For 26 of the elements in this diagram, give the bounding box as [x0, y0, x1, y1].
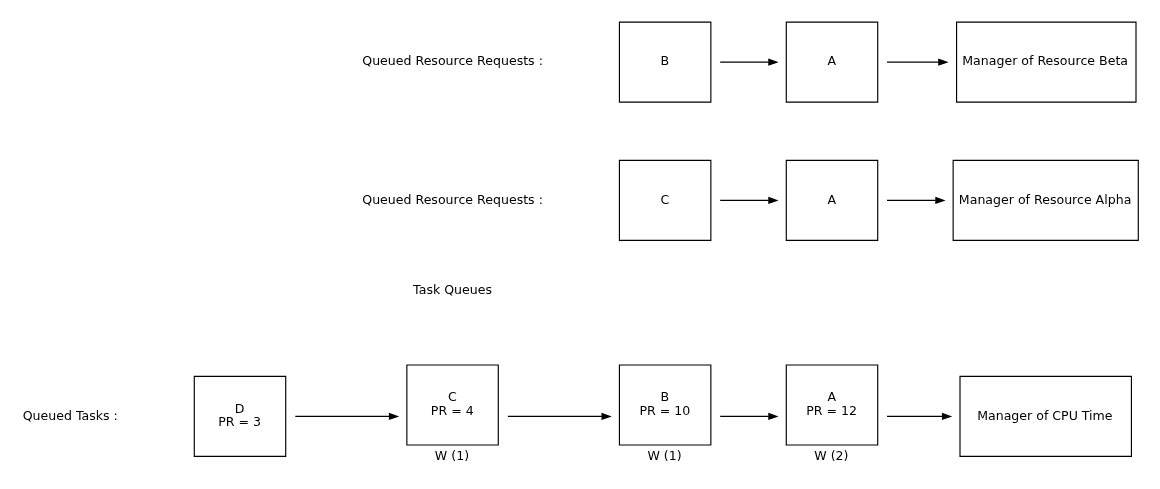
arrow — [507, 412, 612, 420]
node-box: B PR = 10 — [618, 363, 712, 446]
node-box: Manager of Resource Alpha — [952, 159, 1139, 241]
arrow — [886, 196, 946, 204]
node-box: C — [618, 159, 712, 241]
label: Queued Resource Requests : — [362, 52, 543, 68]
node-box: D PR = 3 — [193, 375, 287, 457]
node-box: Manager of CPU Time — [959, 375, 1132, 457]
node-label: W (1) — [434, 447, 470, 463]
node-box: C PR = 4 — [406, 363, 499, 446]
node-box: A PR = 12 — [785, 363, 879, 446]
node-label: W (2) — [814, 447, 849, 463]
node-box: A — [785, 159, 879, 241]
label: Task Queues — [413, 281, 493, 297]
arrow — [719, 412, 779, 420]
node-box: Manager of Resource Beta — [956, 21, 1137, 103]
node-box: A — [785, 21, 879, 103]
node-box: B — [618, 21, 712, 103]
node-label: W (1) — [647, 447, 682, 463]
arrow — [719, 58, 779, 66]
arrow — [294, 412, 400, 420]
label: Queued Resource Requests : — [362, 191, 543, 207]
label: Queued Tasks : — [22, 407, 118, 423]
arrow — [886, 412, 953, 420]
arrow — [719, 196, 779, 204]
arrow — [886, 58, 949, 66]
